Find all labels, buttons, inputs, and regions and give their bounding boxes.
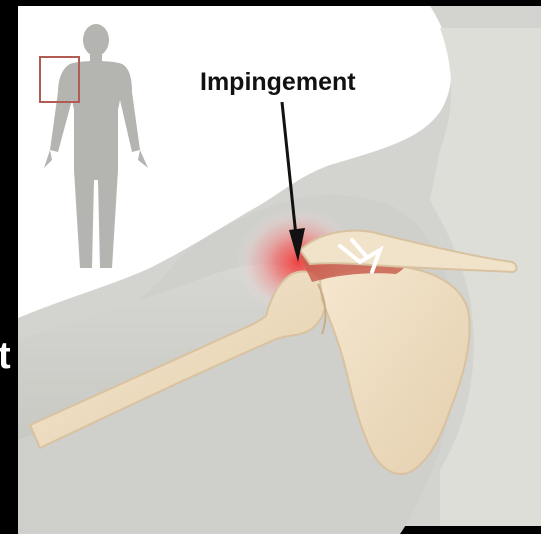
cropped-edge-text-glyph: t [0,336,18,376]
impingement-label: Impingement [200,70,356,95]
cropped-edge-text: t [0,336,18,376]
